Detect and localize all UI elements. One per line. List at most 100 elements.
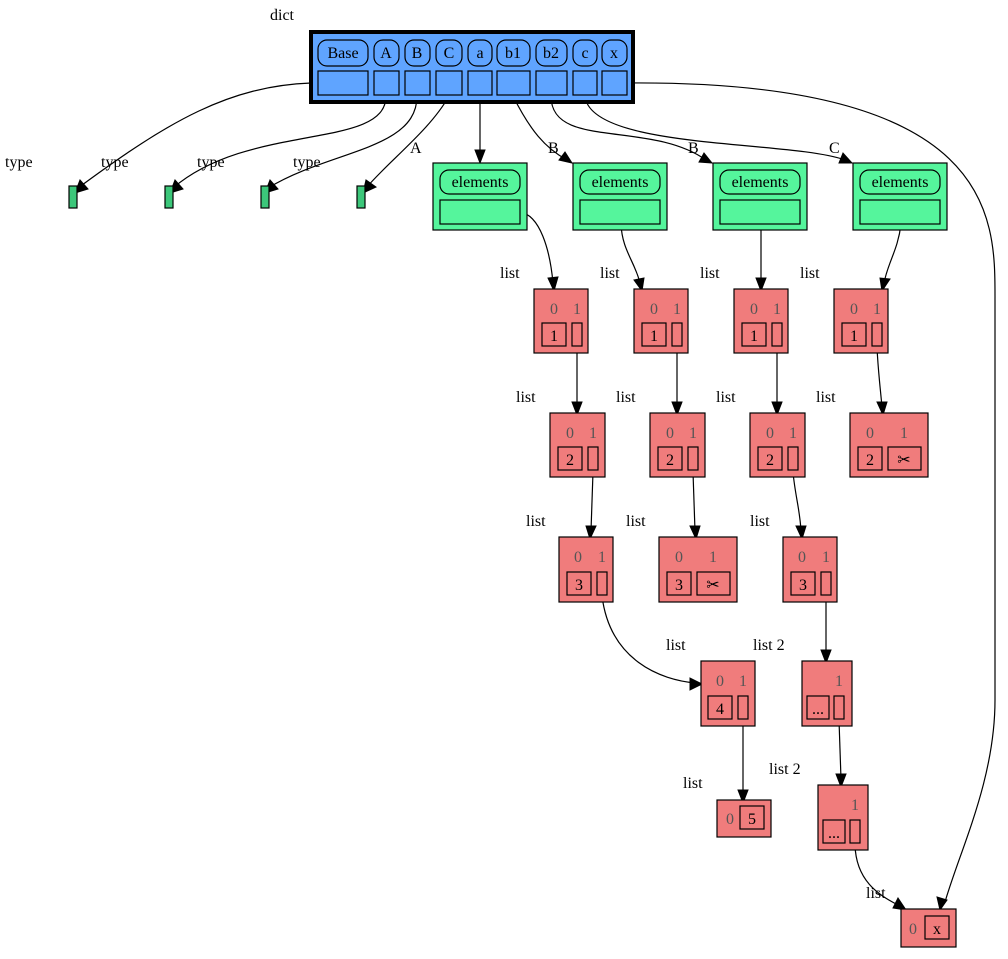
edge-c1-r3-to-r4 xyxy=(601,595,697,684)
list-value: ... xyxy=(812,701,824,718)
list-cell xyxy=(666,571,692,596)
instance-label: B xyxy=(548,140,559,157)
dict-key-pill xyxy=(601,39,628,67)
dict-key: C xyxy=(444,45,455,62)
list-label: list xyxy=(500,265,520,282)
dict-key: c xyxy=(581,45,588,62)
dict-key-pill xyxy=(467,39,493,67)
list-label: list 2 xyxy=(769,761,801,778)
dict-value-slot xyxy=(435,70,463,96)
list-cell xyxy=(641,322,667,347)
list-cell xyxy=(707,695,733,720)
list-label: list 2 xyxy=(753,637,785,654)
list-cell xyxy=(887,446,922,471)
dict-value-slot xyxy=(467,70,493,96)
list-value: 3 xyxy=(675,577,683,594)
list-label: list xyxy=(700,265,720,282)
list-index: 1 xyxy=(673,301,681,318)
list-index: 0 xyxy=(716,673,724,690)
list-value: 2 xyxy=(566,452,574,469)
instance-label: C xyxy=(829,140,840,157)
arrowhead xyxy=(547,276,559,293)
elements-slot xyxy=(439,199,521,225)
arrowhead xyxy=(633,277,645,293)
arrowhead xyxy=(835,773,847,789)
dict-value-slot xyxy=(404,70,431,96)
list-index: 1 xyxy=(773,301,781,318)
list-label: list xyxy=(666,637,686,654)
list-index: 0 xyxy=(566,425,574,442)
list-cell xyxy=(841,322,867,347)
list-cell xyxy=(924,915,950,940)
dict-key: B xyxy=(412,45,423,62)
list-index: 0 xyxy=(798,549,806,566)
edge-elements2-to-list xyxy=(620,223,641,284)
list-index: 1 xyxy=(789,425,797,442)
list-cell xyxy=(557,446,583,471)
list-cell xyxy=(587,446,599,471)
scissors-icon: ✂ xyxy=(706,577,719,594)
list-value: 3 xyxy=(799,577,807,594)
list-index: 1 xyxy=(835,673,843,690)
list-index: 0 xyxy=(666,425,674,442)
list-index: 0 xyxy=(574,549,582,566)
list-label: list xyxy=(616,389,636,406)
dict-label: dict xyxy=(270,7,295,24)
edge-c2-r2-to-r3 xyxy=(692,471,696,532)
list-index: 0 xyxy=(766,425,774,442)
list-index: 1 xyxy=(589,425,597,442)
list-index: 0 xyxy=(866,425,874,442)
list-index: 0 xyxy=(850,301,858,318)
arrowhead xyxy=(755,277,767,293)
list-value: 1 xyxy=(750,328,758,345)
elements-key-pill xyxy=(859,169,941,195)
list-cell xyxy=(871,322,883,347)
edge-c3-r5-to-x xyxy=(854,844,899,906)
list-index: 0 xyxy=(750,301,758,318)
edge-c3-r4-to-r5 xyxy=(838,719,842,780)
arrowhead xyxy=(771,401,783,417)
dict-key: x xyxy=(610,45,618,62)
arrowhead xyxy=(876,401,888,417)
dict-key-pill xyxy=(496,39,531,67)
instance-label: A xyxy=(410,140,422,157)
dict-key-pill xyxy=(435,39,463,67)
list-index: 1 xyxy=(573,301,581,318)
list-label: list xyxy=(800,265,820,282)
elements-key: elements xyxy=(592,174,649,191)
list-index: 1 xyxy=(739,673,747,690)
list-label: list xyxy=(600,265,620,282)
list-cell xyxy=(739,805,765,830)
list-cell xyxy=(687,446,699,471)
arrowhead xyxy=(698,152,714,164)
arrowhead xyxy=(936,896,948,912)
elements-key: elements xyxy=(872,174,929,191)
arrowhead xyxy=(737,789,749,805)
list-cell xyxy=(571,322,583,347)
edge-b2-to-instance xyxy=(550,95,707,161)
list-value: 2 xyxy=(666,452,674,469)
list-index: 1 xyxy=(689,425,697,442)
dict-key-pill xyxy=(373,39,400,67)
arrowhead xyxy=(585,525,597,541)
list-index: 0 xyxy=(726,811,734,828)
elements-key-pill xyxy=(579,169,661,195)
list-cell xyxy=(737,695,749,720)
arrowhead xyxy=(671,401,683,417)
arrowhead xyxy=(689,525,701,541)
list-nodes: list 0 1 1 list 0 1 1 list 0 1 1 list 0 … xyxy=(500,265,957,948)
list-label: list xyxy=(816,389,836,406)
instance-nodes: A elements B elements B elements C eleme… xyxy=(410,140,948,231)
list-cell xyxy=(541,322,567,347)
list-index: 0 xyxy=(650,301,658,318)
dict-node: dict Base A B C a b1 b2 c x xyxy=(270,7,635,104)
list-value: 1 xyxy=(850,328,858,345)
list-value: 4 xyxy=(716,701,724,718)
arrowhead xyxy=(795,525,807,541)
dict-key-pill xyxy=(317,39,369,67)
list-label: list xyxy=(716,389,736,406)
list-cell xyxy=(820,571,832,596)
dict-value-slot xyxy=(601,70,628,96)
list-cell xyxy=(833,695,845,720)
dict-value-slot xyxy=(373,70,400,96)
